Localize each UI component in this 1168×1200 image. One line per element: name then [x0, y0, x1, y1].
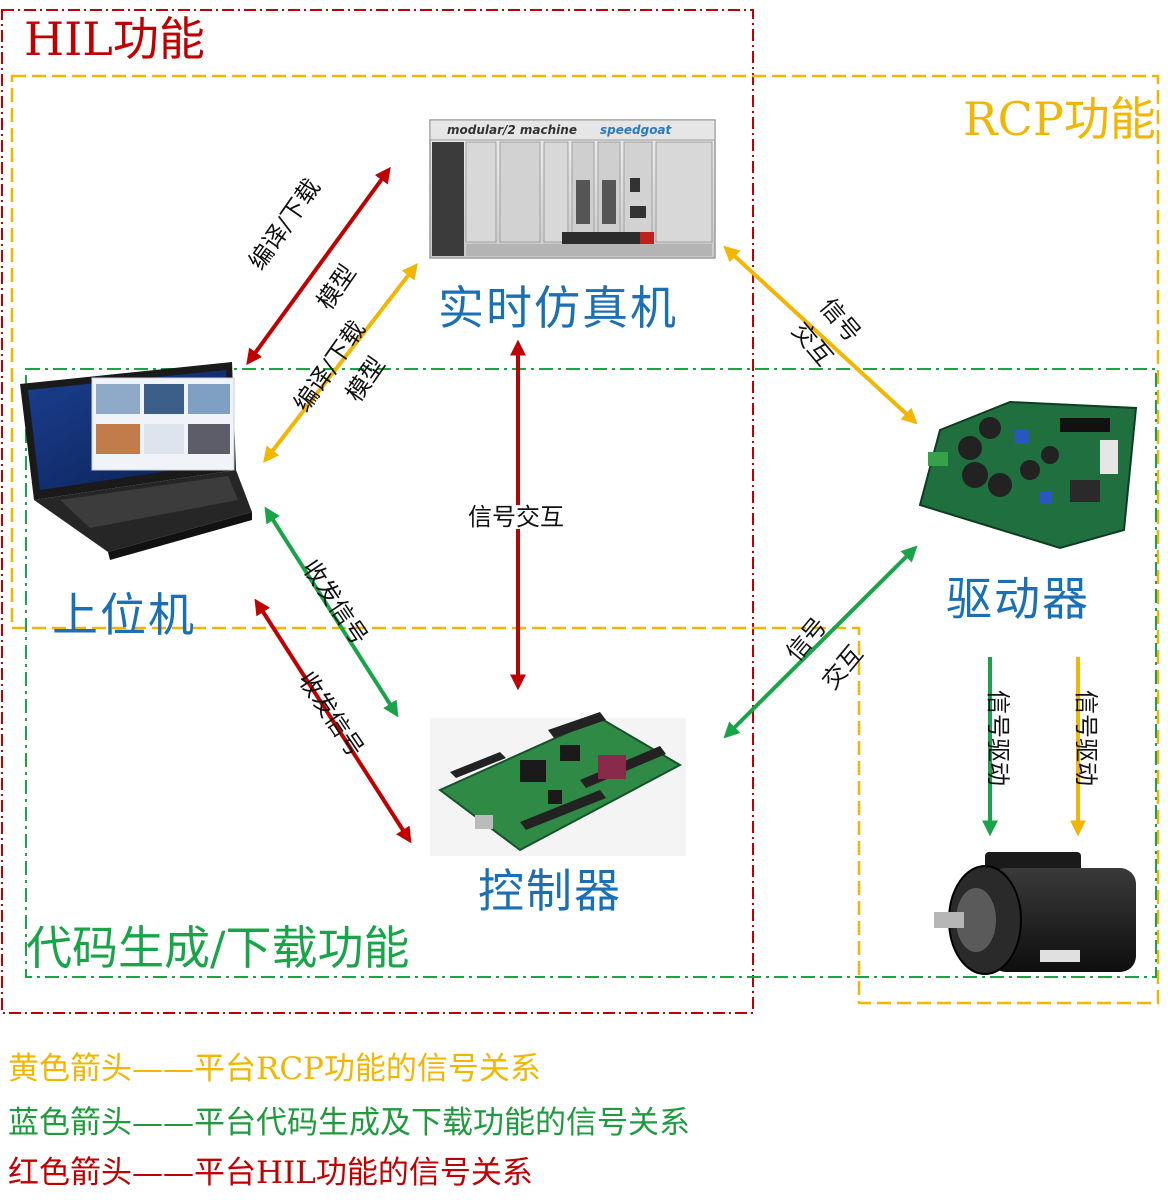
controller-board-image [430, 712, 686, 856]
rcp-arrow-host-simulator [263, 262, 418, 464]
drive-label-green: 信号驱动 [984, 690, 1012, 786]
simulator-brand-left: modular/2 machine [447, 123, 577, 137]
rcp-region-box [10, 74, 1160, 1005]
motor-image [934, 852, 1136, 975]
rcp-region-title: RCP功能 [963, 92, 1156, 146]
hil-region-title: HIL功能 [24, 12, 205, 66]
drive-label-yellow: 信号驱动 [1072, 690, 1100, 786]
legend-red: 红色箭头——平台HIL功能的信号关系 [8, 1155, 533, 1191]
signal-center-label: 信号交互 [466, 503, 566, 531]
codegen-region-title: 代码生成/下载功能 [26, 921, 410, 975]
codegen-arrow-driver-controller [723, 545, 918, 739]
driver-label: 驱动器 [946, 572, 1090, 626]
codegen-region-box [25, 368, 1157, 978]
simulator-device-image [429, 119, 716, 259]
host-laptop-image [20, 362, 252, 560]
driver-board-image [918, 400, 1138, 550]
simulator-brand-right: speedgoat [600, 123, 673, 137]
legend-yellow: 黄色箭头——平台RCP功能的信号关系 [8, 1051, 541, 1087]
controller-label: 控制器 [478, 864, 622, 918]
simulator-label: 实时仿真机 [438, 281, 678, 335]
legend-green: 蓝色箭头——平台代码生成及下载功能的信号关系 [8, 1105, 690, 1141]
rcp-arrow-simulator-driver [723, 245, 918, 425]
hil-arrow-host-controller [254, 598, 412, 844]
host-label: 上位机 [52, 588, 196, 642]
hil-region-box [1, 9, 754, 1014]
